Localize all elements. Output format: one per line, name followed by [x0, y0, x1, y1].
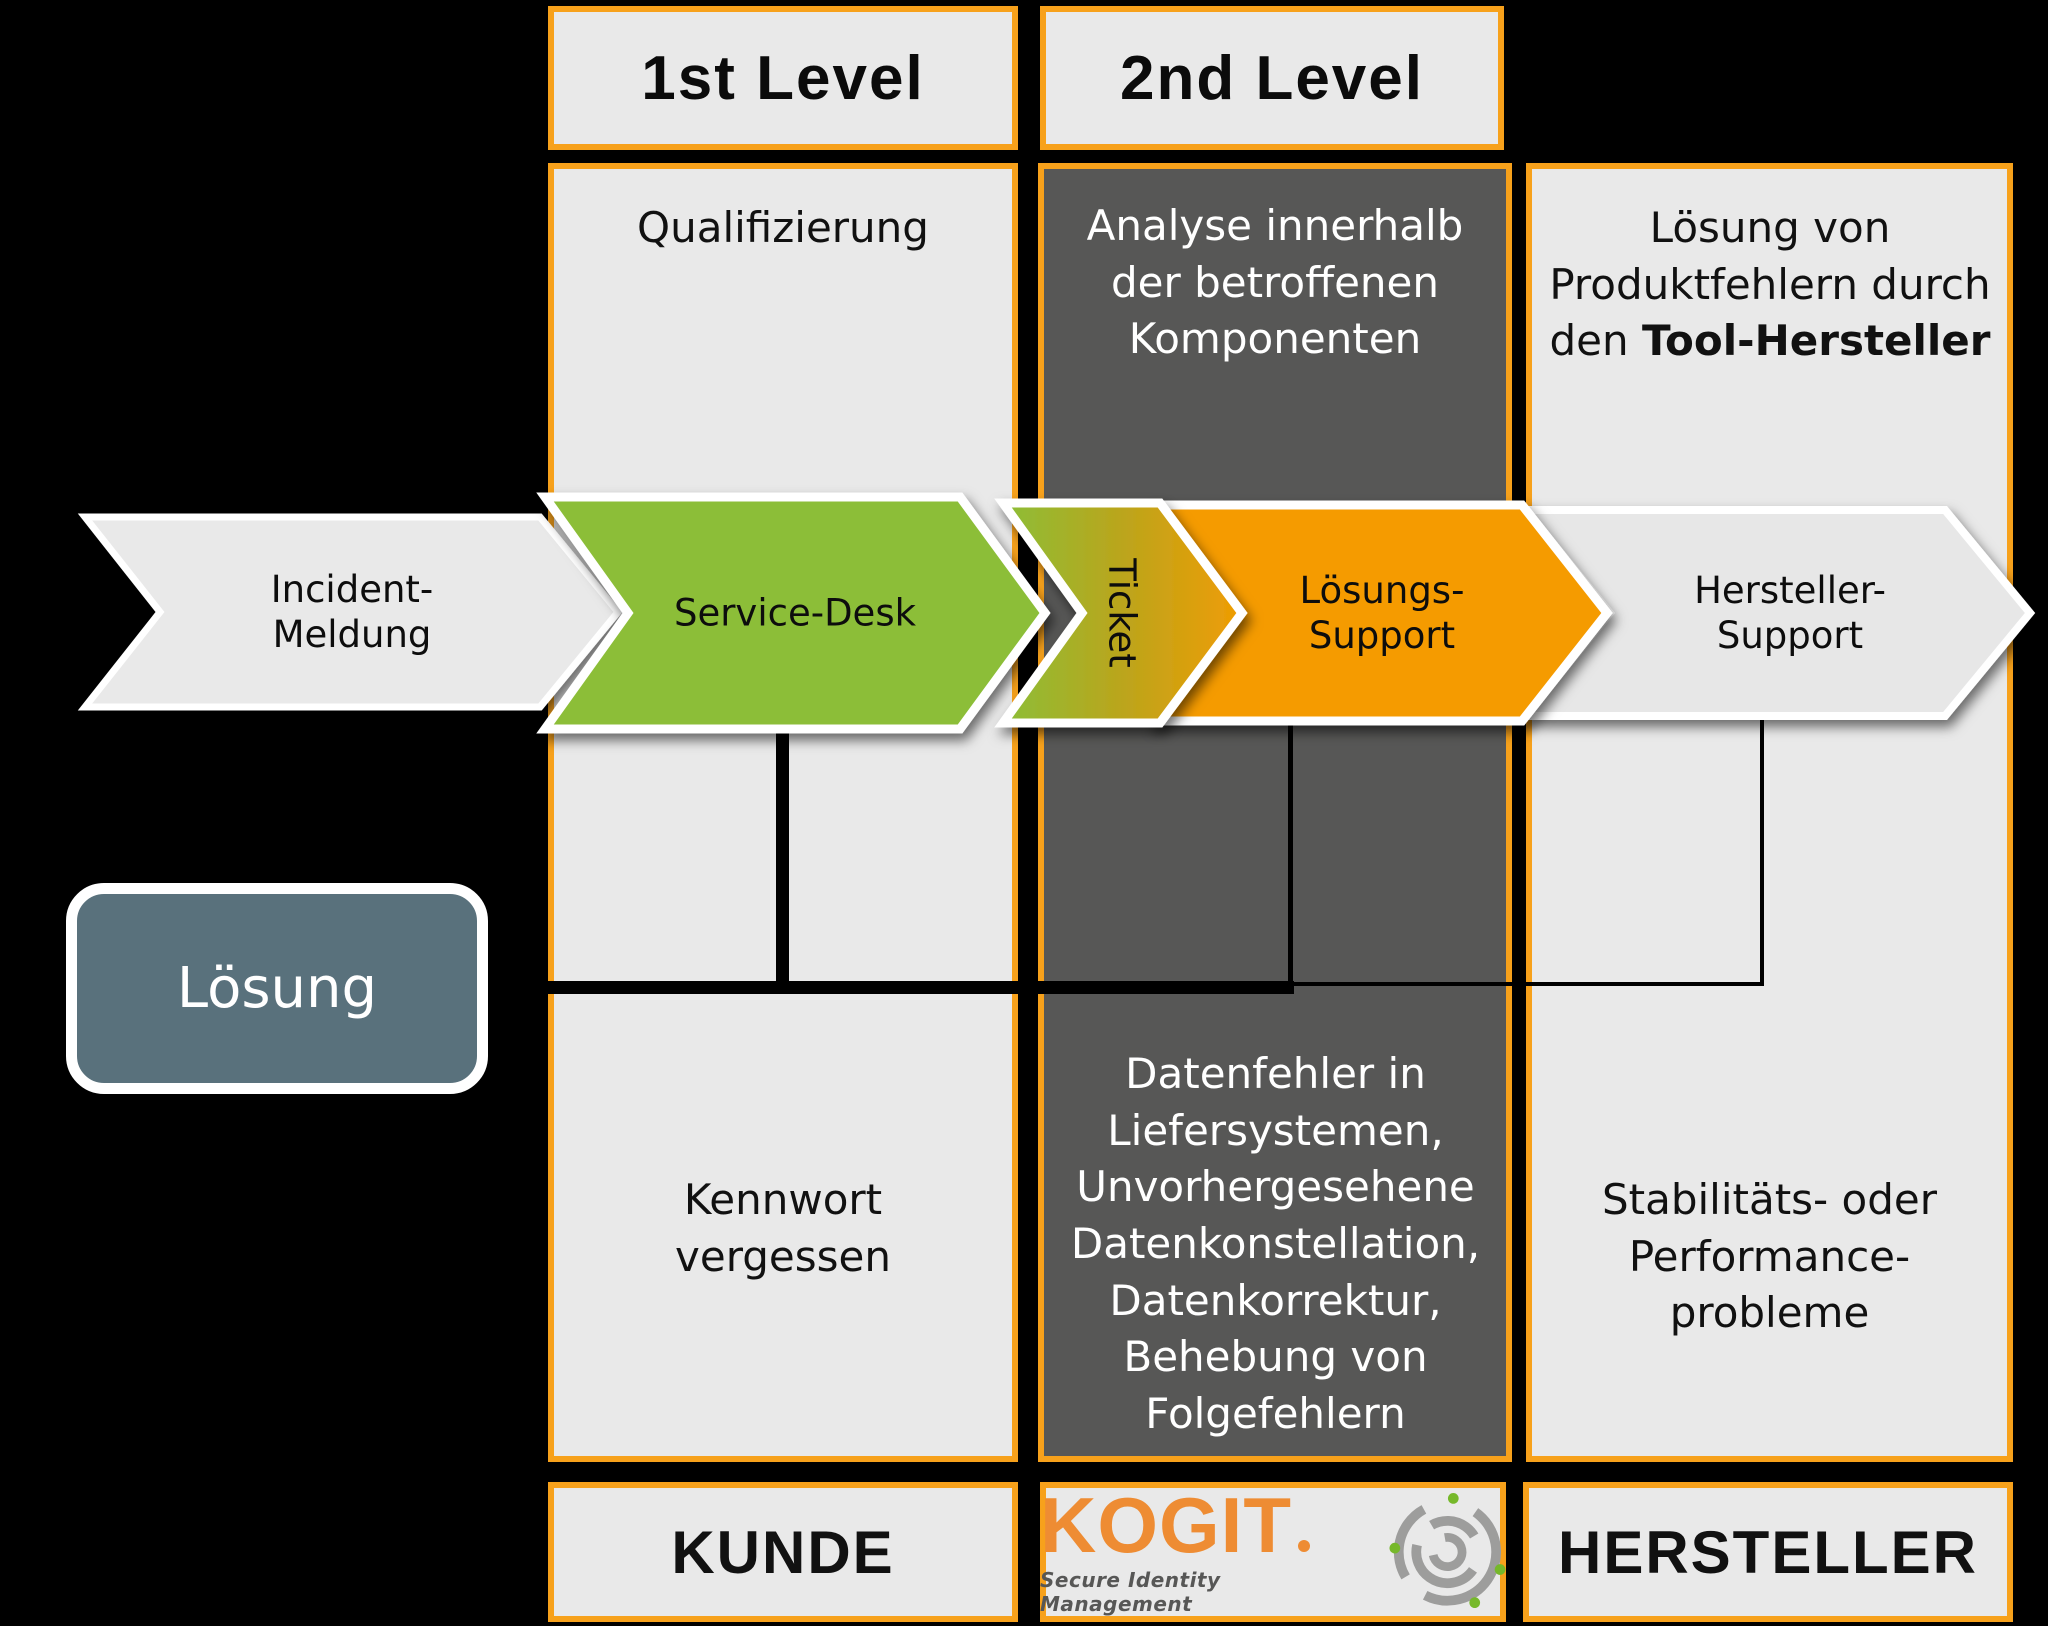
incident-arrow-shape	[77, 513, 623, 711]
kogit-logo: KOGIT Secure Identity Management	[1040, 1482, 1506, 1622]
ticket-arrow-label: Ticket	[1100, 558, 1144, 668]
col1-activity-text: Qualifizierung	[637, 203, 929, 252]
col1-example-text: Kennwort vergessen	[675, 1175, 891, 1281]
service-desk-arrow-label: Service-Desk	[673, 591, 917, 635]
kogit-tagline: Secure Identity Management	[1040, 1568, 1221, 1617]
connector-loesungs-support-drop	[1288, 712, 1293, 985]
col3-activity-text: Lösung von Produktfehlern durch den Tool…	[1545, 200, 1995, 370]
footer-kunde: KUNDE	[548, 1482, 1018, 1622]
col3-activity-normal: Lösung von Produktfehlern durch den	[1549, 203, 1991, 366]
kogit-logo-dot-icon	[1298, 1539, 1310, 1552]
connector-solution-main	[488, 981, 1294, 994]
solution-arrowhead-icon	[486, 973, 512, 1001]
connector-service-desk-drop	[776, 700, 789, 994]
header-2nd-level: 2nd Level	[1040, 6, 1504, 150]
header-1st-level: 1st Level	[548, 6, 1018, 150]
kogit-emblem-icon	[1389, 1493, 1506, 1609]
footer-hersteller-label: HERSTELLER	[1557, 1518, 1979, 1586]
footer-kunde-label: KUNDE	[671, 1518, 895, 1586]
service-desk-arrow-shape	[536, 492, 1051, 734]
solution-box: Lösung	[66, 883, 488, 1094]
incident-arrow-label: Incident-Meldung	[270, 567, 434, 656]
kogit-wordmark: KOGIT	[1040, 1480, 1292, 1569]
solution-label: Lösung	[176, 956, 378, 1021]
hersteller-support-arrow-label: Hersteller-Support	[1694, 568, 1886, 657]
connector-solution-thin	[1294, 982, 1763, 986]
header-2nd-level-label: 2nd Level	[1120, 43, 1424, 113]
col2-activity-text: Analyse innerhalb der betroffenen Kompon…	[1086, 201, 1464, 364]
col3-example-text: Stabilitäts- oder Performance-probleme	[1601, 1175, 1938, 1338]
process-flow-arrows	[77, 492, 2036, 734]
ticket-arrow-shape	[994, 498, 1248, 728]
footer-hersteller: HERSTELLER	[1523, 1482, 2013, 1622]
col3-activity-bold: Tool-Hersteller	[1641, 316, 1991, 366]
col2-example-text: Datenfehler in Liefersystemen, Unvorherg…	[1070, 1049, 1481, 1439]
loesungs-support-arrow-label: Lösungs-Support	[1299, 568, 1465, 657]
header-1st-level-label: 1st Level	[641, 43, 925, 113]
column-hersteller-body	[1526, 163, 2013, 1462]
connector-hersteller-support-drop	[1760, 710, 1764, 986]
column-kogit-body	[1038, 163, 1512, 1462]
